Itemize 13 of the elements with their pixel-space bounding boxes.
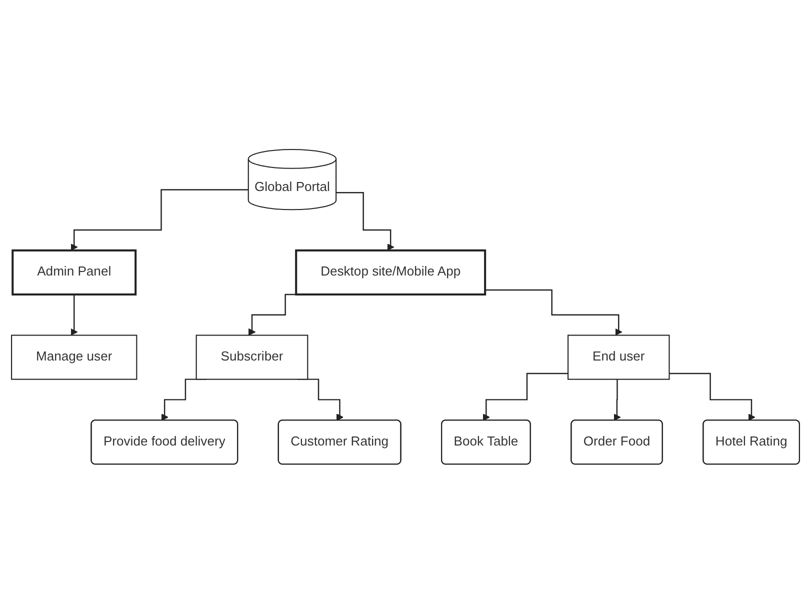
node-box — [568, 334, 670, 380]
arrow — [485, 290, 622, 336]
node-box — [196, 334, 308, 380]
arrow — [669, 373, 756, 421]
node-box — [12, 250, 137, 296]
flowchart: Global Portal Admin Panel Desktop site/Mobile App Manage user Subscriber End user Provide food delivery Customer Rating Book Table Order Food Hotel Rating — [5, 143, 806, 471]
arrow — [70, 294, 78, 336]
arrow — [336, 192, 394, 251]
arrow — [482, 373, 568, 421]
node-box — [295, 250, 486, 296]
arrow — [70, 189, 248, 251]
arrow — [614, 378, 621, 421]
node-box — [11, 334, 138, 380]
